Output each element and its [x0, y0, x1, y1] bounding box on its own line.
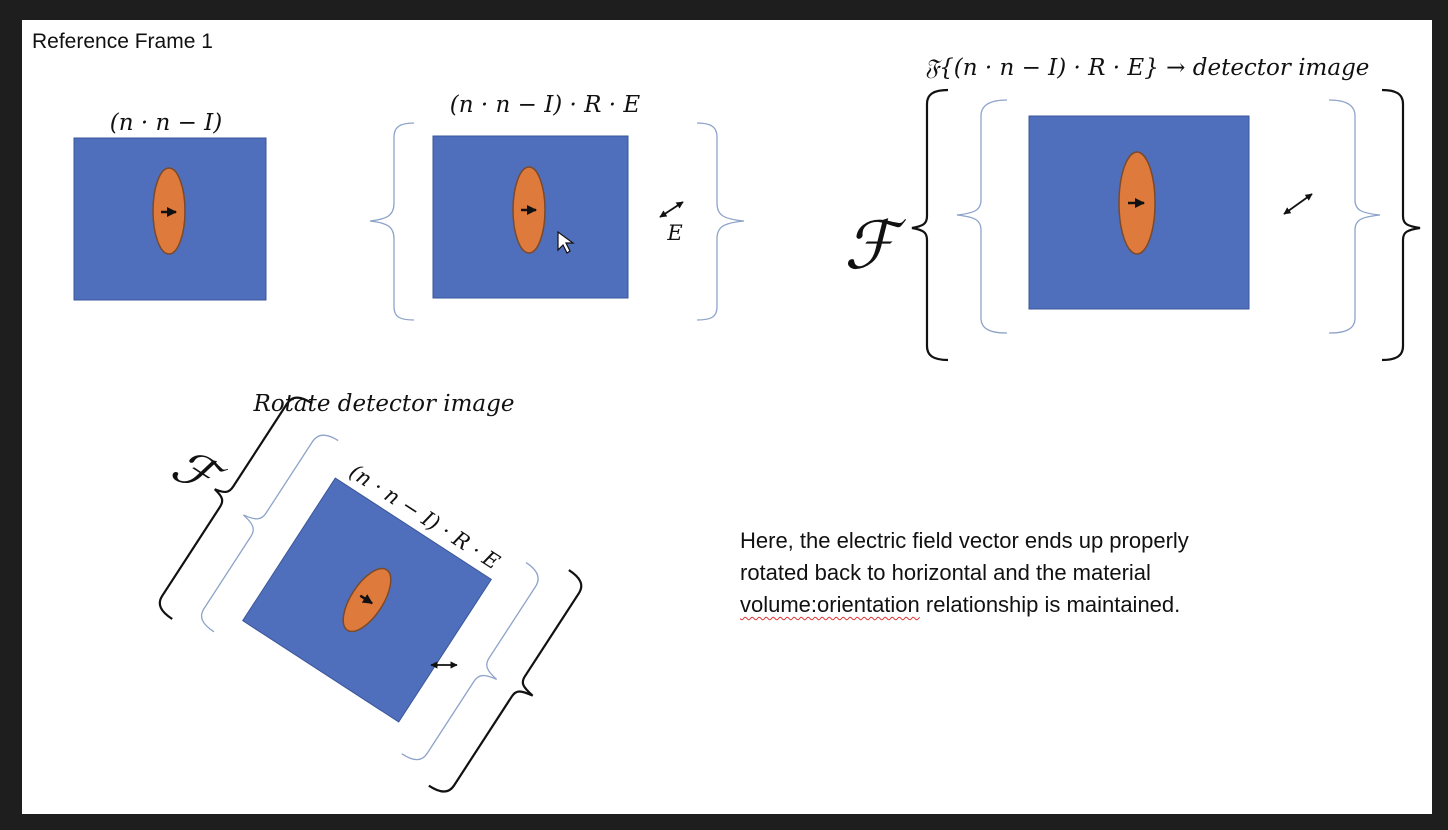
panel-2: (n · n − I) · R · E E: [369, 92, 745, 321]
spellcheck-flagged-word: volume:orientation: [740, 592, 920, 617]
brace-left-light-3: [956, 99, 1008, 334]
rotated-group: (n · n − I) · R · E ℱ: [158, 396, 583, 793]
panel-2-label: (n · n − I) · R · E: [450, 92, 641, 118]
bracket-left-dark-3: [911, 88, 949, 362]
brace-right-light-4: [401, 562, 539, 761]
panel-3: 𝔉{(n · n − I) · R · E} → detector image …: [844, 55, 1421, 362]
panel-4: Rotate detector image (n · n − I) · R · …: [158, 391, 583, 793]
field-vector-arrow-2: [659, 201, 684, 218]
slide: (n · n − I) (n · n − I) · R · E E 𝔉{(n ·…: [22, 20, 1432, 814]
description-line-1: Here, the electric field vector ends up …: [740, 528, 1189, 553]
brace-left-light-4: [200, 434, 339, 633]
description-paragraph: Here, the electric field vector ends up …: [740, 525, 1300, 621]
panel-1: (n · n − I): [73, 110, 267, 301]
bracket-right-dark-4: [428, 569, 583, 793]
panel-1-label: (n · n − I): [110, 110, 222, 136]
fourier-symbol-3: ℱ: [844, 207, 907, 284]
cursor-icon: [557, 230, 575, 254]
brace-right-light-3: [1328, 99, 1381, 334]
bracket-right-dark-3: [1381, 88, 1421, 362]
description-line-3-rest: relationship is maintained.: [919, 592, 1181, 617]
panel-3-label: 𝔉{(n · n − I) · R · E} → detector image: [925, 55, 1370, 81]
orientation-arrow-4: [359, 594, 373, 605]
description-line-2: rotated back to horizontal and the mater…: [740, 560, 1151, 585]
field-vector-arrow-3: [1283, 193, 1313, 215]
diagram-canvas: (n · n − I) (n · n − I) · R · E E 𝔉{(n ·…: [73, 55, 1421, 793]
brace-left-2: [369, 122, 415, 321]
field-vector-label: E: [666, 221, 682, 245]
panel-4-heading: Rotate detector image: [253, 391, 515, 417]
slide-title: Reference Frame 1: [32, 30, 213, 53]
brace-right-2: [696, 122, 745, 321]
bracket-left-dark-4: [158, 396, 313, 620]
description-line-3: volume:orientation relationship is maint…: [740, 589, 1300, 621]
